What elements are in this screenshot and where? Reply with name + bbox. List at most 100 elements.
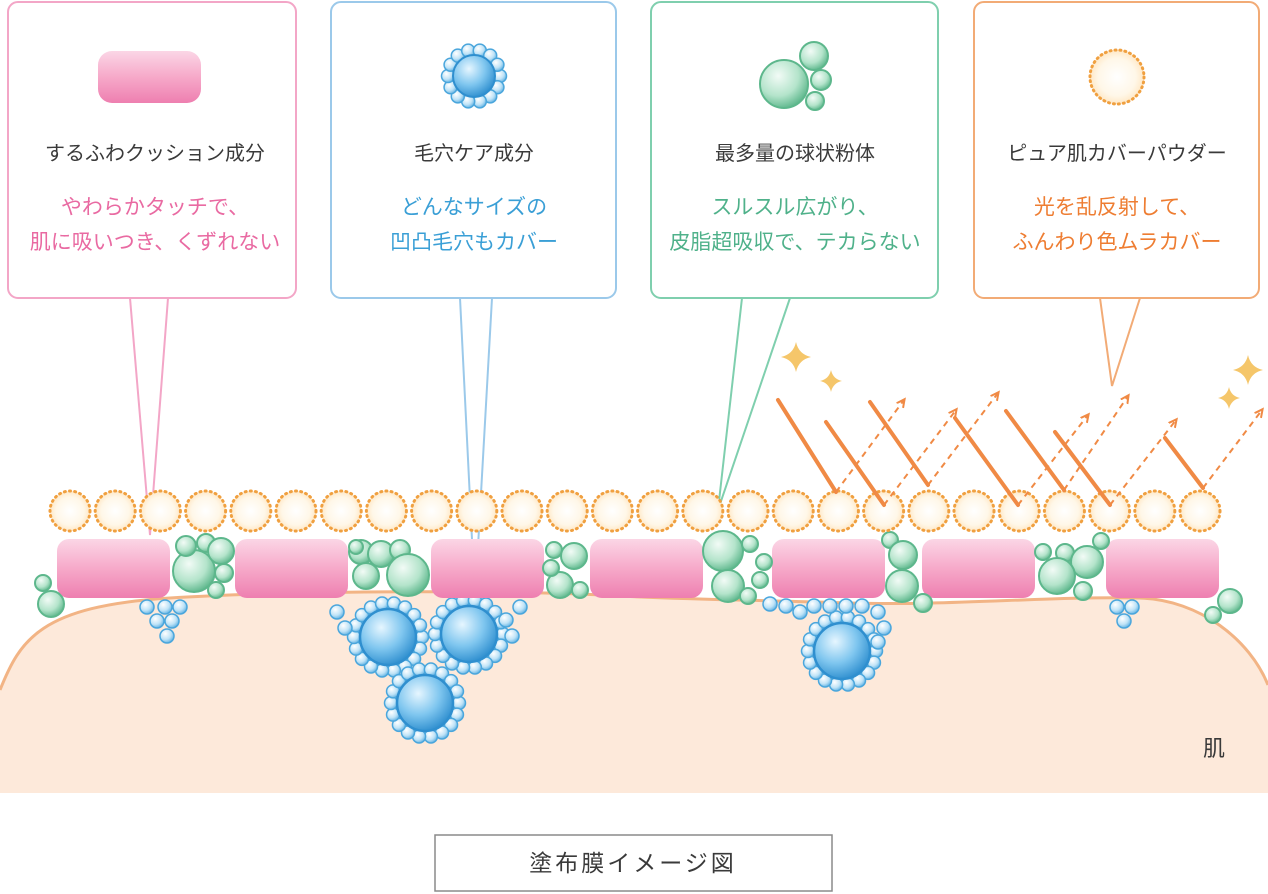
green-sphere [175, 535, 197, 557]
green-sphere [755, 553, 773, 571]
blue-sphere-cluster-icon [440, 43, 508, 109]
callout-cushion: するふわクッション成分 やわらかタッチで、 肌に吸いつき、くずれない [7, 1, 297, 299]
cover-powder-particle [184, 489, 228, 533]
callout-desc-line1: どんなサイズの [401, 195, 547, 219]
small-blue-sphere [870, 634, 886, 650]
green-sphere [741, 535, 759, 553]
orange-dotted-circle-icon [1088, 48, 1146, 106]
green-sphere [37, 590, 65, 618]
small-blue-sphere [870, 604, 886, 620]
cover-powder-particle [274, 489, 318, 533]
sparkle-icon [1233, 355, 1263, 385]
small-blue-sphere [504, 628, 520, 644]
pink-capsule-icon [98, 51, 201, 103]
cover-powder-particle [816, 489, 860, 533]
callout-spherical-powder: 最多量の球状粉体 スルスル広がり、 皮脂超吸収で、テカらない [650, 1, 939, 299]
pore-care-particles [139, 593, 1140, 744]
callout-desc-line2: 皮脂超吸収で、テカらない [669, 230, 920, 254]
green-sphere [739, 587, 757, 605]
green-sphere [34, 574, 52, 592]
skin-layer: 肌 [0, 590, 1268, 793]
small-blue-sphere [159, 628, 175, 644]
green-sphere [711, 569, 745, 603]
green-sphere [214, 563, 234, 583]
green-sphere [1070, 545, 1104, 579]
small-blue-sphere [512, 599, 528, 615]
skin-label: 肌 [1203, 737, 1225, 762]
large-blue-sphere [439, 604, 499, 664]
cover-powder-particle [952, 489, 996, 533]
green-sphere [207, 581, 225, 599]
cover-powder-particle [364, 489, 408, 533]
cover-powder-particle [997, 489, 1041, 533]
callout-pointers [129, 297, 1141, 601]
green-sphere [913, 593, 933, 613]
cover-powder-layer [48, 489, 1222, 533]
pink-capsule [772, 539, 885, 598]
green-sphere [751, 571, 769, 589]
cover-powder-particle [138, 489, 182, 533]
small-blue-sphere [139, 599, 155, 615]
cover-powder-particle [1042, 489, 1086, 533]
small-blue-sphere [383, 695, 399, 711]
callout-title: 毛穴ケア成分 [414, 141, 534, 165]
cover-powder-particle [319, 489, 363, 533]
green-sphere [542, 559, 560, 577]
small-blue-sphere [498, 612, 514, 628]
small-blue-sphere [1124, 599, 1140, 615]
callout-desc-line1: やわらかタッチで、 [61, 195, 249, 219]
green-sphere [1073, 581, 1093, 601]
small-blue-sphere [822, 598, 838, 614]
cover-powder-particle [455, 489, 499, 533]
cover-powder-particle [907, 489, 951, 533]
sparkle-icons [781, 342, 1263, 409]
cover-powder-particle [93, 489, 137, 533]
green-sphere [207, 537, 235, 565]
cover-powder-particle [500, 489, 544, 533]
cover-powder-particle [229, 489, 273, 533]
small-blue-sphere [800, 643, 816, 659]
small-blue-sphere [329, 604, 345, 620]
cover-powder-particle [1133, 489, 1177, 533]
small-blue-sphere [778, 598, 794, 614]
spherical-powder-particles [34, 530, 1243, 624]
small-blue-sphere [157, 599, 173, 615]
pink-capsule [590, 539, 703, 598]
callout-title: 最多量の球状粉体 [715, 141, 875, 165]
callout-desc-line2: ふんわり色ムラカバー [1013, 230, 1222, 254]
cover-powder-particle [1088, 489, 1132, 533]
green-sphere [702, 530, 744, 572]
caption-box: 塗布膜イメージ図 [434, 834, 833, 892]
small-blue-sphere [854, 598, 870, 614]
callout-cover-powder: ピュア肌カバーパウダー 光を乱反射して、 ふんわり色ムラカバー [973, 1, 1260, 299]
small-blue-sphere [838, 598, 854, 614]
large-blue-sphere [452, 54, 496, 98]
callout-desc-line2: 凹凸毛穴もカバー [390, 230, 558, 254]
cover-powder-particle [410, 489, 454, 533]
cover-powder-particle [681, 489, 725, 533]
green-sphere [571, 581, 589, 599]
cushion-capsule-layer [57, 539, 1219, 598]
pink-capsule [431, 539, 544, 598]
callout-title: ピュア肌カバーパウダー [1007, 141, 1226, 165]
cover-powder-particle [771, 489, 815, 533]
pink-capsule [922, 539, 1035, 598]
cover-powder-particle [1178, 489, 1222, 533]
cover-powder-particle [636, 489, 680, 533]
large-blue-sphere [358, 607, 418, 667]
pink-capsule [57, 539, 170, 598]
small-blue-sphere [762, 596, 778, 612]
light-reflection-arrows [776, 393, 1262, 507]
pink-capsule [1106, 539, 1219, 598]
small-blue-sphere [427, 626, 443, 642]
small-blue-sphere [806, 598, 822, 614]
callout-title: するふわクッション成分 [45, 141, 265, 165]
small-blue-sphere [337, 620, 353, 636]
large-blue-sphere [395, 673, 455, 733]
green-sphere [888, 540, 918, 570]
green-sphere [1034, 543, 1052, 561]
pink-capsule [235, 539, 348, 598]
large-blue-sphere [812, 621, 872, 681]
cover-powder-particle [590, 489, 634, 533]
